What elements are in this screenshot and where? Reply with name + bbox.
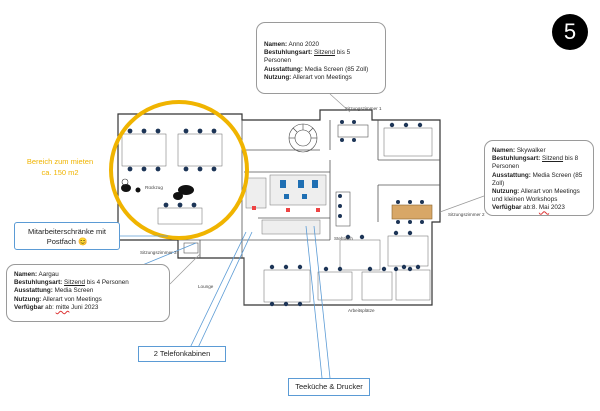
callout-lockers-line2: Postfach 😊 [46,237,88,246]
callout-skywalker: Namen: Skywalker Bestuhlungsart: Sitzend… [484,140,594,216]
callout-skywalker-bestuhlung: Bestuhlungsart: Sitzend bis 8 Personen [492,155,579,171]
callout-kitchen-printer: Teeküche & Drucker [288,378,370,396]
callout-skywalker-ausstattung: Ausstattung: Media Screen (85 Zoll) [492,171,583,187]
callout-aargau-name: Namen: Aargau [14,271,59,278]
callout-aargau-verfuegbar: Verfügbar ab: mitte Juni 2023 [14,303,99,311]
callout-aargau: Namen: Aargau Bestuhlungsart: Sitzend bi… [6,264,170,322]
callout-employee-lockers: Mitarbeiterschränke mit Postfach 😊 [14,222,120,250]
callout-skywalker-name: Namen: Skywalker [492,147,546,154]
callout-aargau-ausstattung: Ausstattung: Media Screen [14,287,94,295]
callout-anno-bestuhlung: Bestuhlungsart: Sitzend bis 5 Personen [264,49,351,65]
room-label-rueckzug: Rückzug [145,185,163,190]
room-label-arbeitsplaetze: Arbeitsplätze [348,308,375,313]
callout-anno-2020: Namen: Anno 2020 Bestuhlungsart: Sitzend… [256,22,386,94]
rental-area-label: Bereich zum mieten ca. 150 m2 [22,156,98,178]
room-label-lounge: Lounge [198,284,214,289]
room-label-sitzungszimmer-2: Sitzungszimmer 2 [448,212,485,217]
room-label-sitzungszimmer-3: Sitzungszimmer 3 [140,250,177,255]
callout-anno-name: Namen: Anno 2020 [264,41,319,48]
callout-skywalker-nutzung: Nutzung: Allerart von Meetings und klein… [492,188,580,204]
callout-aargau-bestuhlung: Bestuhlungsart: Sitzend bis 4 Personen [14,279,129,287]
rental-area-outline [109,100,249,240]
callout-phone-booths: 2 Telefonkabinen [138,346,226,362]
room-label-stehtisch: Stehtisch [334,236,353,241]
rental-area-line1: Bereich zum mieten [26,157,94,166]
callout-lockers-line1: Mitarbeiterschränke mit [28,227,106,236]
callout-anno-nutzung: Nutzung: Allerart von Meetings [264,73,352,81]
callout-anno-ausstattung: Ausstattung: Media Screen (85 Zoll) [264,65,369,73]
callout-aargau-nutzung: Nutzung: Allerart von Meetings [14,295,102,303]
callout-skywalker-verfuegbar: Verfügbar ab:8. Mai 2023 [492,204,565,212]
rental-area-line2: ca. 150 m2 [41,168,79,177]
page-number-badge: 5 [552,14,588,50]
room-label-sitzungszimmer-1: Sitzungszimmer 1 [345,106,382,111]
